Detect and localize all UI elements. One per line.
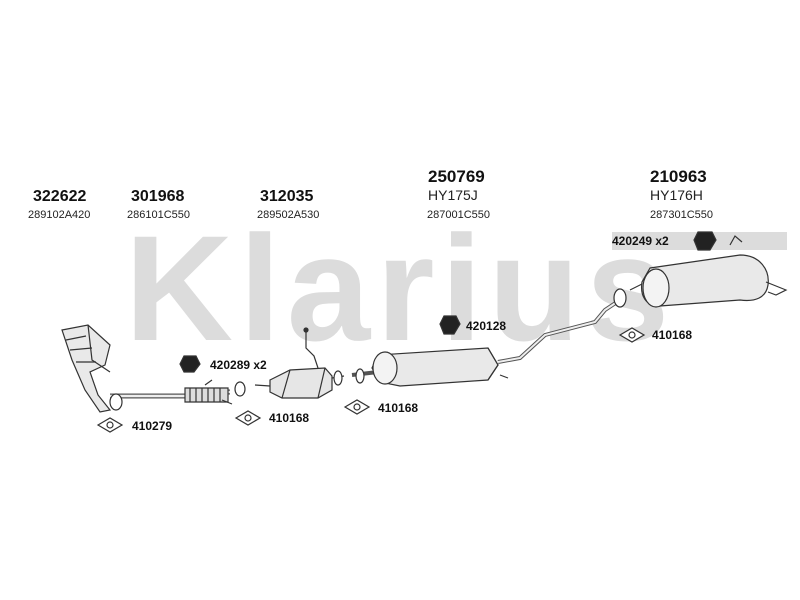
part-number-322622: 322622 (33, 188, 87, 205)
watermark-logo: Klarius (125, 204, 676, 372)
label-rubber-mount-rear: 420249 x2 (612, 234, 669, 248)
manifold-icon (61, 324, 112, 413)
label-gasket-front: 410279 (132, 419, 173, 433)
alt-number-250769: HY175J (428, 187, 478, 203)
oem-number-312035: 289502A530 (257, 209, 320, 221)
label-rubber-mount-mid: 420128 (466, 319, 507, 333)
part-number-301968: 301968 (131, 188, 185, 205)
gasket-center-icon (343, 399, 371, 415)
part-number-250769: 250769 (428, 167, 485, 186)
rear-silencer-icon (613, 235, 788, 308)
label-gasket-rear: 410168 (652, 328, 693, 342)
gasket-mid-icon (234, 410, 262, 426)
gasket-front-icon (96, 417, 124, 433)
oem-number-322622: 289102A420 (28, 209, 91, 221)
alt-number-210963: HY176H (650, 187, 703, 203)
part-number-210963: 210963 (650, 167, 707, 186)
label-gasket-center: 410168 (378, 401, 419, 415)
rubber-mount-front-icon (179, 355, 201, 373)
oem-number-250769: 287001C550 (427, 209, 491, 221)
gasket-rear-icon (618, 327, 646, 343)
oem-number-301968: 286101C550 (127, 209, 191, 221)
oem-number-210963: 287301C550 (650, 209, 714, 221)
label-gasket-mid: 410168 (269, 411, 310, 425)
rubber-mount-mid-icon (439, 315, 461, 335)
front-pipe-icon (109, 379, 246, 411)
catalytic-converter-icon (254, 327, 345, 399)
part-number-312035: 312035 (260, 188, 314, 205)
middle-silencer-icon (351, 298, 622, 387)
label-rubber-mount-front: 420289 x2 (210, 358, 267, 372)
rubber-mount-rear-icon (693, 231, 717, 251)
